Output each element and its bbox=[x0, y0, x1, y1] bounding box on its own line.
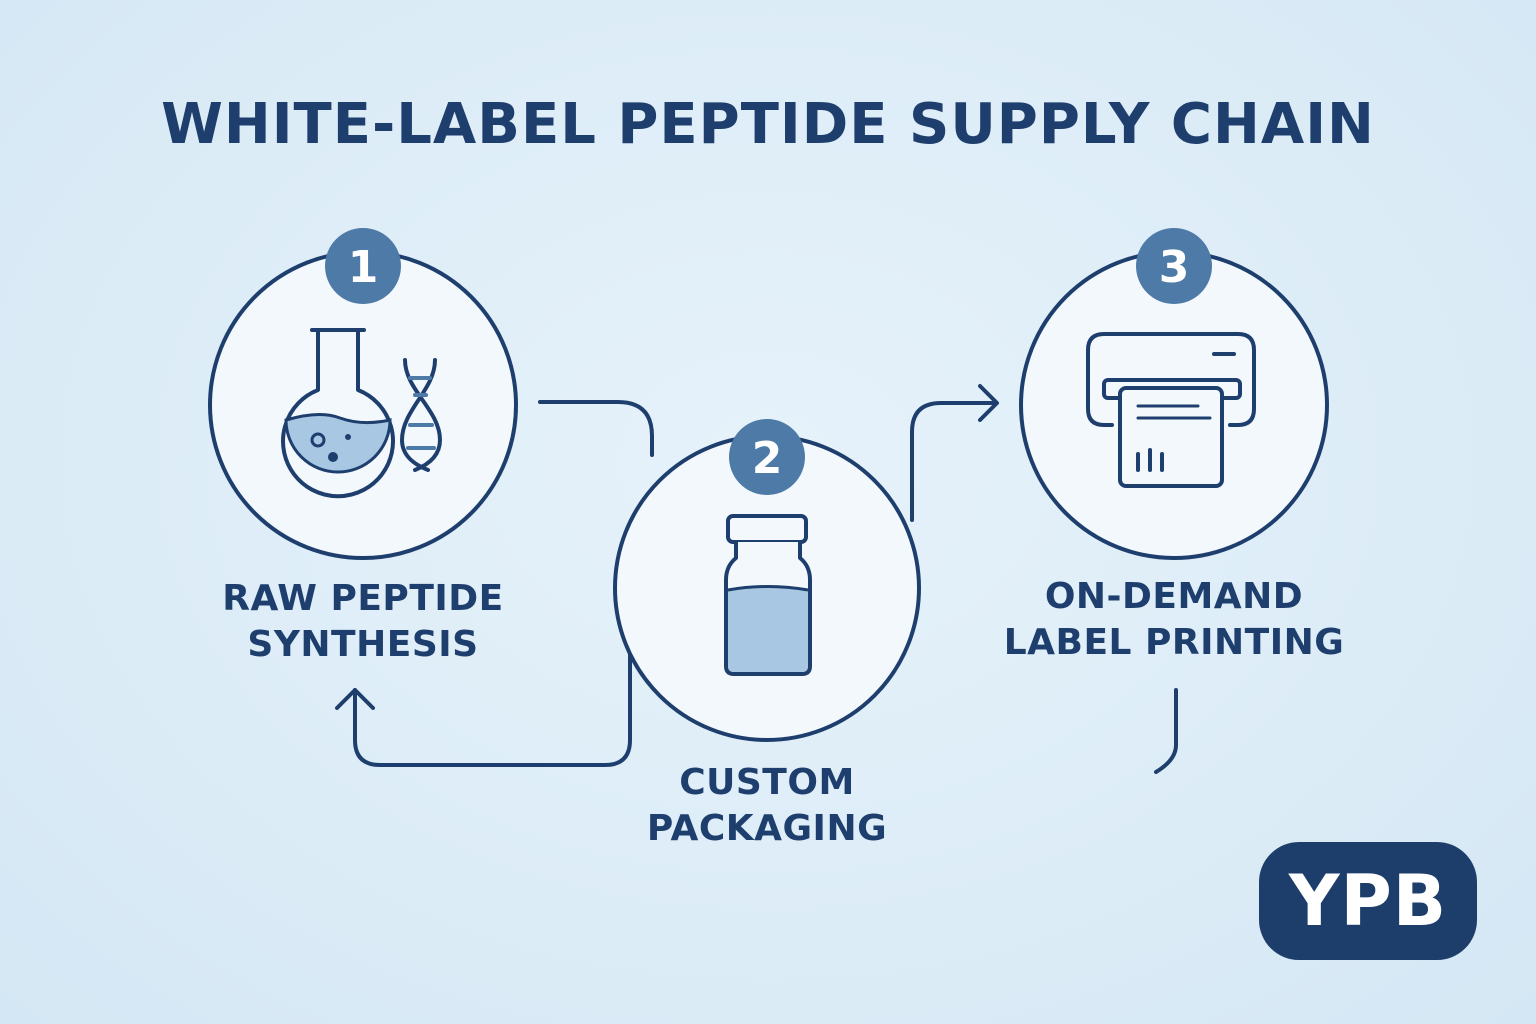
step-3-label-line-2: LABEL PRINTING bbox=[1003, 622, 1345, 663]
page-title: WHITE-LABEL PEPTIDE SUPPLY CHAIN bbox=[161, 92, 1375, 157]
vial-icon bbox=[724, 514, 812, 676]
step-1-number: 1 bbox=[348, 242, 379, 293]
step-2-label-line-2: PACKAGING bbox=[646, 808, 888, 849]
flask-liquid bbox=[284, 413, 392, 474]
ypb-logo-text: YPB bbox=[1288, 860, 1448, 942]
dna-icon bbox=[399, 358, 443, 472]
step-3-label: ON-DEMAND LABEL PRINTING bbox=[974, 574, 1374, 666]
connector-1-to-2 bbox=[538, 400, 654, 457]
step-3-number-badge bbox=[1136, 228, 1212, 304]
ypb-logo: YPB bbox=[1259, 842, 1477, 960]
step-1-label-line-1: RAW PEPTIDE bbox=[222, 578, 504, 619]
step-1-number-badge bbox=[325, 228, 401, 304]
step-2-label-line-1: CUSTOM bbox=[679, 762, 855, 803]
arrowhead-right-icon bbox=[978, 384, 999, 422]
step-3-number: 3 bbox=[1159, 242, 1190, 293]
step-3-label-line-1: ON-DEMAND bbox=[1044, 576, 1304, 617]
step-1-label: RAW PEPTIDE SYNTHESIS bbox=[203, 576, 523, 668]
arrowhead-up-icon bbox=[335, 688, 375, 710]
step-2-number-badge bbox=[729, 419, 805, 495]
step-1-label-line-2: SYNTHESIS bbox=[247, 624, 479, 665]
step-2-label: CUSTOM PACKAGING bbox=[607, 760, 927, 852]
label-printer-icon bbox=[1086, 332, 1256, 488]
connector-3-tail bbox=[1154, 688, 1178, 774]
step-2-number: 2 bbox=[752, 433, 783, 484]
connector-2-to-3 bbox=[910, 401, 997, 522]
connector-2-to-1-return bbox=[353, 630, 632, 767]
